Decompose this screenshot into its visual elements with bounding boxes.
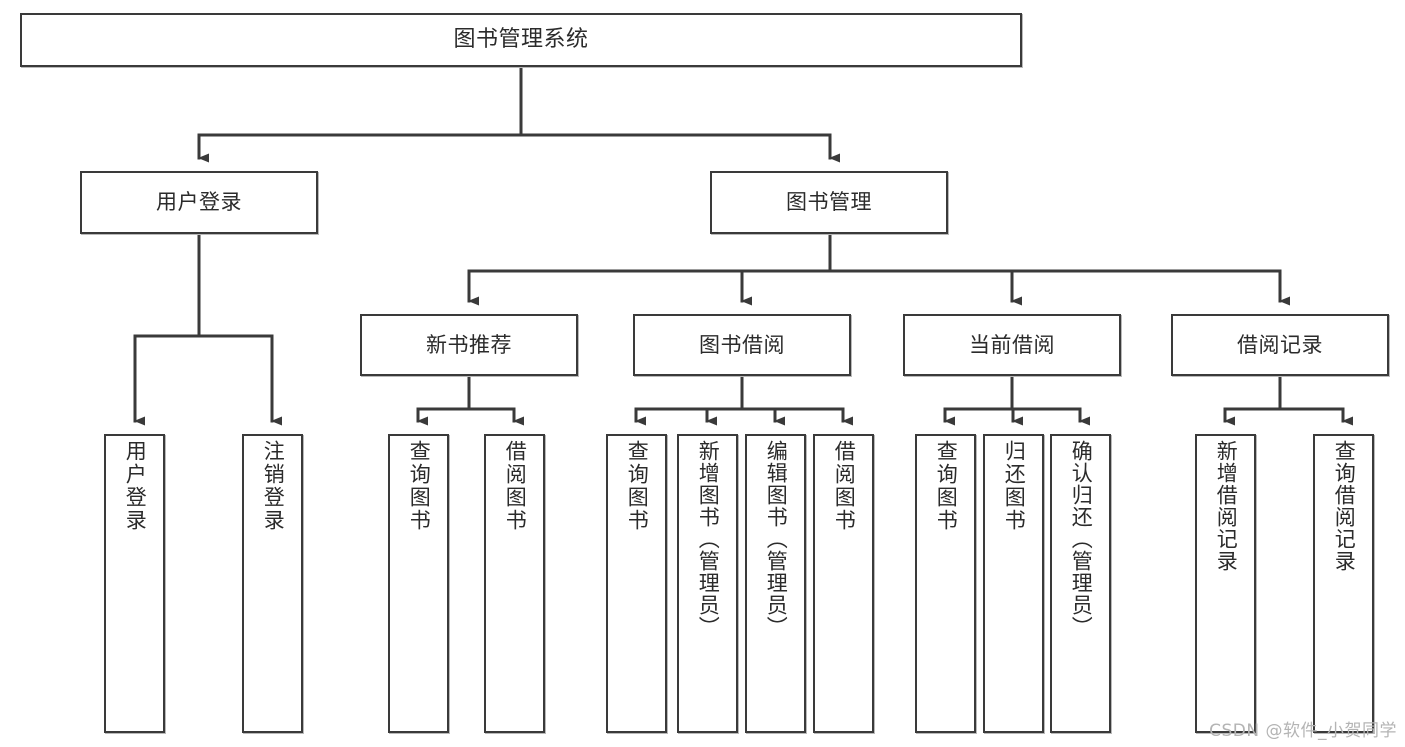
node-leaf-borrow-book-1-label: 借阅图书 — [503, 440, 528, 532]
node-leaf-logout[interactable]: 注销登录 — [242, 434, 303, 733]
node-leaf-borrow-book-2[interactable]: 借阅图书 — [813, 434, 874, 733]
node-leaf-add-record-label: 新增借阅记录 — [1214, 440, 1239, 572]
node-leaf-query-record[interactable]: 查询借阅记录 — [1313, 434, 1374, 733]
node-leaf-query-book-1-label: 查询图书 — [407, 440, 432, 532]
node-leaf-query-book-2-label: 查询图书 — [625, 440, 650, 532]
node-leaf-confirm-return[interactable]: 确认归还（管理员） — [1050, 434, 1111, 733]
node-borrow-record[interactable]: 借阅记录 — [1171, 314, 1389, 376]
node-leaf-query-book-2[interactable]: 查询图书 — [606, 434, 667, 733]
csdn-watermark: CSDN @软件_小贺同学 — [1209, 721, 1397, 741]
node-book-manage[interactable]: 图书管理 — [710, 171, 948, 234]
node-current-borrow-label: 当前借阅 — [969, 332, 1055, 357]
node-leaf-user-login-label: 用户登录 — [123, 440, 148, 532]
node-leaf-return-book-label: 归还图书 — [1002, 440, 1027, 532]
node-borrow-record-label: 借阅记录 — [1237, 332, 1323, 357]
node-book-borrow-label: 图书借阅 — [699, 332, 785, 357]
node-leaf-return-book[interactable]: 归还图书 — [983, 434, 1044, 733]
node-leaf-query-book-3[interactable]: 查询图书 — [915, 434, 976, 733]
node-leaf-query-record-label: 查询借阅记录 — [1332, 440, 1357, 572]
node-new-book-rec-label: 新书推荐 — [426, 332, 512, 357]
node-leaf-logout-label: 注销登录 — [261, 440, 286, 532]
node-root[interactable]: 图书管理系统 — [20, 13, 1022, 67]
node-current-borrow[interactable]: 当前借阅 — [903, 314, 1121, 376]
node-leaf-add-book-label: 新增图书（管理员） — [696, 440, 721, 638]
node-new-book-rec[interactable]: 新书推荐 — [360, 314, 578, 376]
node-book-manage-label: 图书管理 — [786, 190, 872, 215]
node-leaf-edit-book-label: 编辑图书（管理员） — [764, 440, 789, 638]
node-leaf-borrow-book-1[interactable]: 借阅图书 — [484, 434, 545, 733]
node-leaf-add-record[interactable]: 新增借阅记录 — [1195, 434, 1256, 733]
node-leaf-borrow-book-2-label: 借阅图书 — [832, 440, 857, 532]
node-leaf-user-login[interactable]: 用户登录 — [104, 434, 165, 733]
node-leaf-edit-book[interactable]: 编辑图书（管理员） — [745, 434, 806, 733]
node-root-label: 图书管理系统 — [453, 27, 589, 53]
node-leaf-query-book-1[interactable]: 查询图书 — [388, 434, 449, 733]
node-leaf-query-book-3-label: 查询图书 — [934, 440, 959, 532]
node-book-borrow[interactable]: 图书借阅 — [633, 314, 851, 376]
node-leaf-add-book[interactable]: 新增图书（管理员） — [677, 434, 738, 733]
node-user-login-label: 用户登录 — [156, 190, 242, 215]
node-leaf-confirm-return-label: 确认归还（管理员） — [1069, 440, 1094, 638]
node-user-login[interactable]: 用户登录 — [80, 171, 318, 234]
